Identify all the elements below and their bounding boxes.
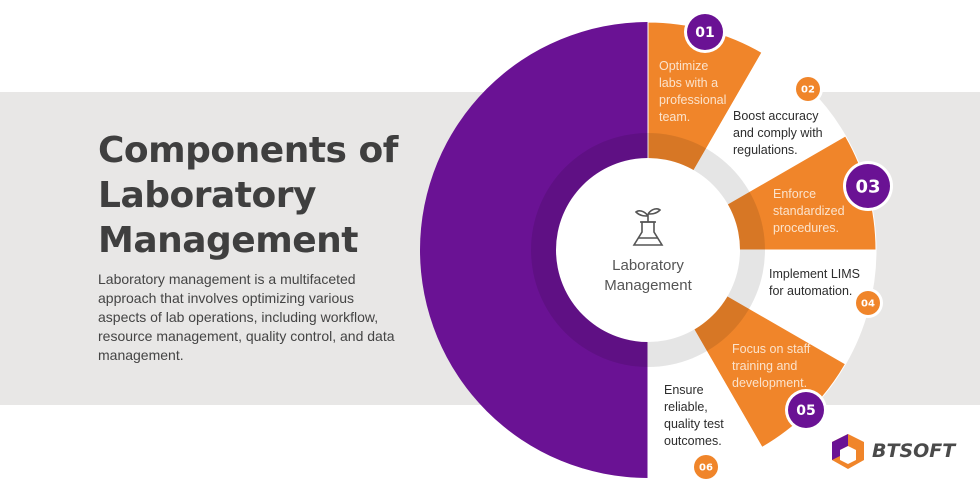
badge-1-number: 01 (695, 25, 714, 41)
badge-6 (694, 455, 718, 479)
badge-4 (856, 291, 880, 315)
badge-3-number: 03 (855, 176, 880, 197)
segment-6-text: Ensure reliable, quality test outcomes. (664, 383, 724, 448)
badge-2-number: 02 (801, 85, 815, 96)
badge-5 (788, 392, 824, 428)
center-label: Laboratory Management (604, 257, 692, 294)
segment-2-text: Boost accuracy and comply with regulatio… (733, 109, 823, 157)
logo-text: BTSOFT (872, 440, 956, 462)
segment-4-text: Implement LIMS for automation. (769, 267, 861, 298)
flask-plant-icon (632, 208, 664, 246)
badge-3 (846, 164, 890, 208)
badge-6-number: 06 (699, 463, 713, 474)
cube-logo-icon (832, 434, 864, 469)
segment-5-text: Focus on staff training and development. (732, 342, 811, 390)
center-circle (556, 158, 740, 342)
badge-1 (687, 14, 723, 50)
badge-5-number: 05 (796, 403, 815, 419)
segment-3-text: Enforce standardized procedures. (773, 187, 845, 235)
purple-half (420, 22, 648, 478)
badge-4-number: 04 (861, 299, 875, 310)
segment-1-text: Optimize labs with a professional team. (659, 59, 727, 124)
badge-2 (796, 77, 820, 101)
btsoft-logo: BTSOFT (828, 432, 958, 472)
page-title: Components of Laboratory Management (98, 130, 398, 261)
page-description: Laboratory management is a multifaceted … (98, 271, 395, 363)
